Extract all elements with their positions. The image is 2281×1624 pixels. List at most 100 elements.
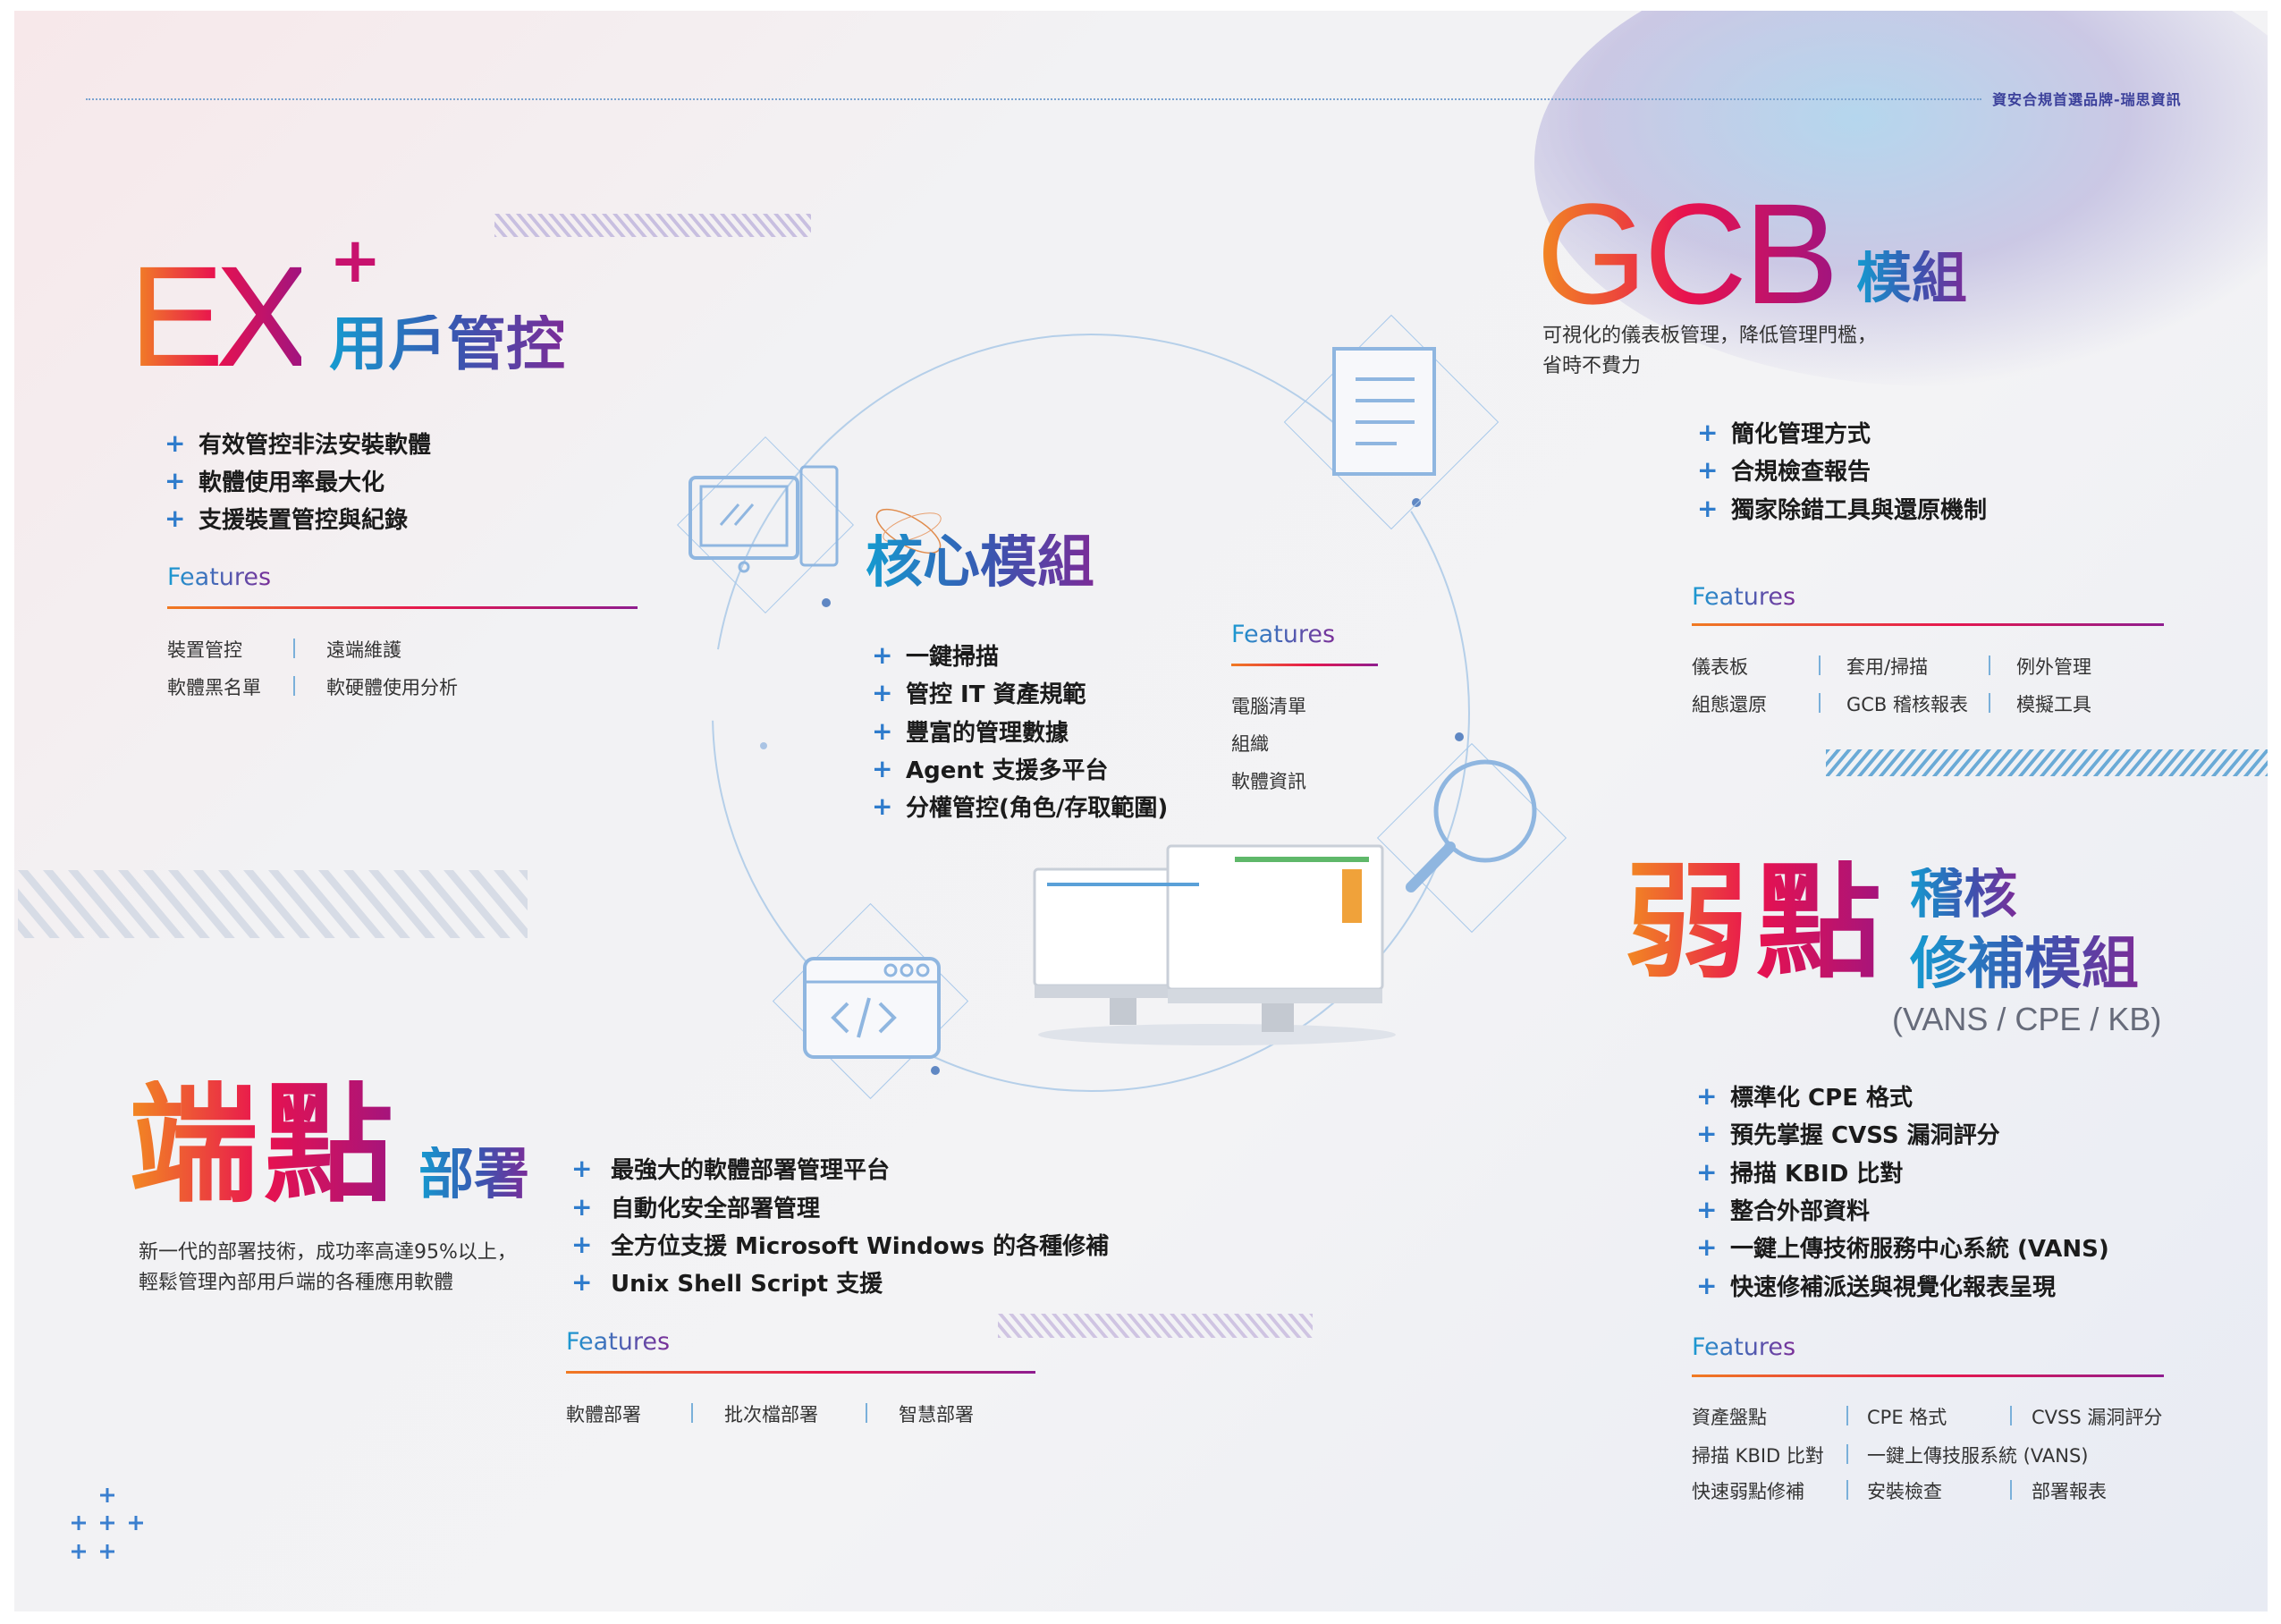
ex-bullet: +支援裝置管控與紀錄 <box>165 503 409 534</box>
gcb-feature-item: 儀表板 <box>1692 656 1748 678</box>
vuln-bullet: +整合外部資料 <box>1696 1195 1871 1225</box>
gcb-title-main: GCB <box>1536 173 1839 334</box>
vuln-feature-item: 掃描 KBID 比對 <box>1692 1445 1824 1467</box>
separator <box>1846 1444 1848 1464</box>
plus-icon: + <box>571 1192 593 1222</box>
endpoint-bullet: +Unix Shell Script 支援 <box>571 1267 883 1298</box>
endpoint-features-divider <box>566 1371 1035 1374</box>
core-feature-item: 組織 <box>1231 733 1269 755</box>
core-bullet: +豐富的管理數據 <box>872 716 1069 747</box>
plus-icon: + <box>1697 494 1719 523</box>
endpoint-bullet: +最強大的軟體部署管理平台 <box>571 1154 891 1184</box>
separator <box>1819 693 1821 713</box>
plus-icon: + <box>1696 1195 1718 1224</box>
gcb-feature-item: 模擬工具 <box>2016 694 2091 715</box>
endpoint-bullet: +全方位支援 Microsoft Windows 的各種修補 <box>571 1230 1110 1260</box>
decor-stripes-blue-right <box>1826 749 2268 776</box>
endpoint-features-label: Features <box>566 1328 671 1356</box>
vuln-feature-item: CPE 格式 <box>1867 1407 1947 1428</box>
endpoint-title-sub: 部署 <box>418 1141 530 1206</box>
plus-icon: + <box>1697 455 1719 485</box>
brand-tagline: 資安合規首選品牌-瑞思資訊 <box>1992 91 2182 108</box>
ex-features-label: Features <box>167 563 272 591</box>
product-screenshot-monitors <box>1033 844 1396 1045</box>
gcb-desc-line: 省時不費力 <box>1542 355 1642 377</box>
separator <box>2010 1406 2012 1425</box>
gcb-bullet: +簡化管理方式 <box>1697 418 1871 448</box>
orbit-swirl-icon <box>875 508 942 554</box>
decor-stripes-gray-left <box>18 870 528 938</box>
endpoint-feature-item: 批次檔部署 <box>724 1404 818 1425</box>
core-bullet: +一鍵掃描 <box>872 640 1000 671</box>
vuln-bullet: +快速修補派送與視覺化報表呈現 <box>1696 1271 2057 1301</box>
plus-icon: + <box>872 640 893 670</box>
plus-icon: + <box>872 716 893 746</box>
gcb-feature-item: 例外管理 <box>2016 656 2091 678</box>
plus-icon: + <box>1696 1232 1718 1262</box>
monitor-icon <box>689 465 839 573</box>
core-cycle-diagram <box>712 334 1470 1092</box>
vuln-feature-item: 快速弱點修補 <box>1692 1481 1804 1502</box>
endpoint-desc-line: 新一代的部署技術，成功率高達95%以上， <box>139 1241 517 1264</box>
ex-feature-item: 遠端維護 <box>326 639 401 661</box>
gcb-feature-item: GCB 稽核報表 <box>1846 694 1969 715</box>
separator <box>691 1403 693 1423</box>
ex-title-main: EX <box>129 236 310 396</box>
plus-icon: + <box>571 1230 593 1259</box>
decor-stripes-purple-bottom <box>998 1314 1313 1338</box>
core-features-divider <box>1231 664 1378 666</box>
brochure-page: 資安合規首選品牌-瑞思資訊 EX + 用戶管控 +有效管控非法安裝軟體 +軟體使… <box>14 11 2268 1611</box>
ex-title-sub: 用戶管控 <box>329 309 565 378</box>
separator <box>1846 1480 1848 1500</box>
vuln-feature-item: 安裝檢查 <box>1867 1481 1942 1502</box>
vuln-feature-item: 部署報表 <box>2032 1481 2107 1502</box>
gcb-feature-item: 套用/掃描 <box>1846 656 1929 678</box>
gcb-bullet: +獨家除錯工具與還原機制 <box>1697 494 1988 524</box>
vuln-features-label: Features <box>1692 1333 1796 1361</box>
plus-icon: + <box>165 428 186 458</box>
core-title: 核心模組 <box>866 529 1094 596</box>
core-feature-item: 電腦清單 <box>1231 696 1306 717</box>
document-icon <box>1332 347 1436 476</box>
vuln-bullet: +標準化 CPE 格式 <box>1696 1081 1914 1112</box>
plus-icon: + <box>571 1267 593 1297</box>
gcb-bullet: +合規檢查報告 <box>1697 455 1871 486</box>
separator <box>1989 656 1990 675</box>
vuln-features-divider <box>1692 1374 2164 1377</box>
ex-features-divider <box>167 606 638 609</box>
core-features-label: Features <box>1231 621 1336 648</box>
decor-plus-cluster-icon <box>72 1488 143 1559</box>
vuln-feature-item: 一鍵上傳技服系統 (VANS) <box>1867 1445 2089 1467</box>
separator <box>2010 1480 2012 1500</box>
gcb-desc-line: 可視化的儀表板管理，降低管理門檻， <box>1542 325 1878 347</box>
endpoint-desc-line: 輕鬆管理內部用戶端的各種應用軟體 <box>139 1272 454 1294</box>
header-dotted-line <box>86 98 1981 100</box>
gcb-features-label: Features <box>1692 583 1796 611</box>
plus-icon: + <box>571 1154 593 1183</box>
plus-icon: + <box>1696 1119 1718 1148</box>
ex-bullet: +有效管控非法安裝軟體 <box>165 428 432 459</box>
vuln-bullet: +掃描 KBID 比對 <box>1696 1157 1904 1188</box>
core-bullet: +分權管控(角色/存取範圍) <box>872 791 1169 822</box>
vuln-title-sub1: 稽核 <box>1910 863 2017 926</box>
plus-icon: + <box>872 754 893 783</box>
ex-title-plus: + <box>329 224 382 297</box>
plus-icon: + <box>872 791 893 821</box>
vuln-bullet: +一鍵上傳技術服務中心系統 (VANS) <box>1696 1232 2109 1263</box>
vuln-title-main: 弱點 <box>1624 852 1889 993</box>
plus-icon: + <box>165 466 186 495</box>
code-window-icon <box>803 957 941 1059</box>
magnifier-icon <box>1406 759 1537 892</box>
plus-icon: + <box>872 678 893 707</box>
plus-icon: + <box>1696 1157 1718 1187</box>
gcb-feature-item: 組態還原 <box>1692 694 1767 715</box>
vuln-title-sub2: 修補模組 <box>1910 931 2139 997</box>
vuln-bullet: +預先掌握 CVSS 漏洞評分 <box>1696 1119 2000 1149</box>
plus-icon: + <box>1696 1081 1718 1111</box>
endpoint-feature-item: 軟體部署 <box>566 1404 641 1425</box>
vuln-feature-item: CVSS 漏洞評分 <box>2032 1407 2163 1428</box>
plus-icon: + <box>1696 1271 1718 1300</box>
ex-feature-item: 裝置管控 <box>167 639 242 661</box>
core-feature-item: 軟體資訊 <box>1231 771 1306 792</box>
ex-bullet: +軟體使用率最大化 <box>165 466 385 496</box>
